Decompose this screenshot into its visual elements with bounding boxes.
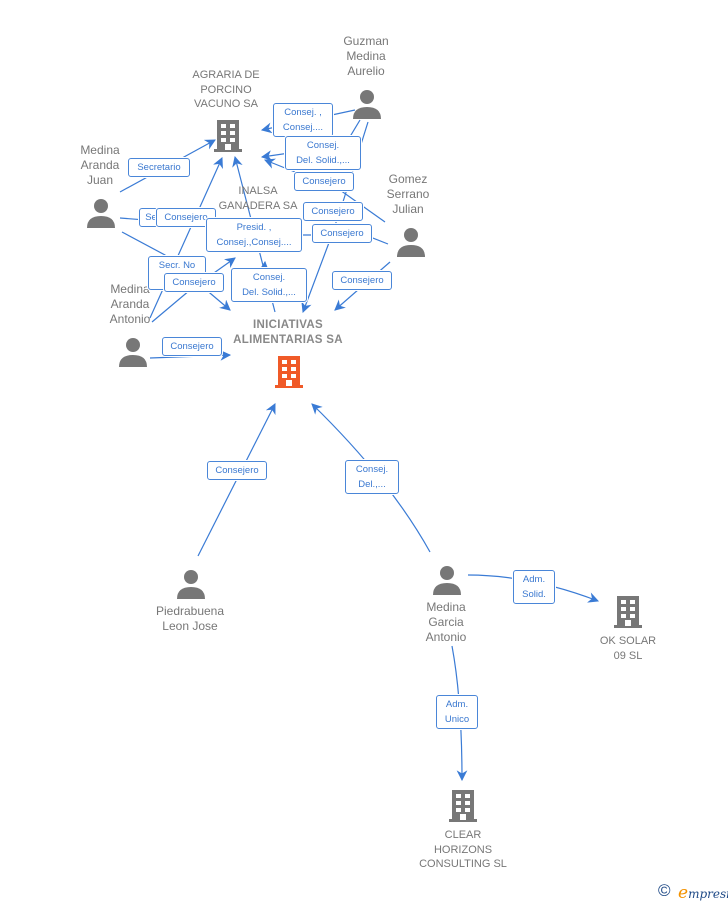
person-medina-garcia-antonio[interactable]: Medina Garcia Antonio	[410, 564, 482, 645]
edge-label-juan-iniciativas[interactable]: Consejero	[156, 208, 216, 227]
copyright-icon: ©	[658, 881, 671, 900]
brand-logo[interactable]: empresia	[678, 883, 728, 903]
person-label: Guzman Medina Aurelio	[343, 34, 389, 78]
edge-label-juan-agraria[interactable]: Secretario	[128, 158, 190, 177]
edge-label-garcia-iniciativas[interactable]: Consej. Del.,...	[345, 460, 399, 494]
person-icon	[397, 228, 425, 257]
company-label: AGRARIA DE PORCINO VACUNO SA	[192, 69, 260, 110]
building-icon	[214, 120, 242, 152]
person-icon	[353, 90, 381, 119]
company-clear-horizons[interactable]: CLEAR HORIZONS CONSULTING SL	[408, 788, 518, 872]
person-icon	[177, 570, 205, 599]
person-label: Piedrabuena Leon Jose	[155, 604, 225, 633]
person-gomez[interactable]: Gomez Serrano Julian	[372, 172, 444, 257]
company-label: INALSA GANADERA SA	[218, 185, 298, 212]
edge-label-guzman-agraria[interactable]: Consej. , Consej....	[273, 103, 333, 137]
person-medina-aranda-juan[interactable]: Medina Aranda Juan	[64, 143, 136, 228]
company-label: INICIATIVAS ALIMENTARIAS SA	[233, 319, 343, 346]
person-label: Gomez Serrano Julian	[386, 172, 430, 216]
company-label: CLEAR HORIZONS CONSULTING SL	[419, 829, 507, 870]
company-agraria[interactable]: AGRARIA DE PORCINO VACUNO SA	[176, 68, 276, 152]
person-guzman[interactable]: Guzman Medina Aurelio	[330, 34, 402, 119]
building-icon	[275, 356, 303, 388]
edge-label-antonio-inalsa[interactable]: Consejero	[164, 273, 224, 292]
person-icon	[433, 566, 461, 595]
company-ok-solar[interactable]: OK SOLAR 09 SL	[588, 594, 668, 663]
brand-name: mpresia	[688, 887, 728, 901]
company-inalsa[interactable]: INALSA GANADERA SA	[208, 184, 308, 213]
edge-label-inalsa-iniciativas[interactable]: Consej. Del. Solid.,...	[231, 268, 307, 302]
company-iniciativas[interactable]: INICIATIVAS ALIMENTARIAS SA	[220, 318, 356, 388]
edge-label-guzman-agraria-2[interactable]: Consej. Del. Solid.,...	[285, 136, 361, 170]
building-icon	[614, 596, 642, 628]
edge-label-guzman-iniciativas[interactable]: Consejero	[303, 202, 363, 221]
edge-label-garcia-clear[interactable]: Adm. Unico	[436, 695, 478, 729]
edge-label-gomez-iniciativas[interactable]: Consejero	[332, 271, 392, 290]
building-icon	[449, 790, 477, 822]
company-label: OK SOLAR 09 SL	[599, 635, 657, 662]
edge-label-piedrabuena-iniciativas[interactable]: Consejero	[207, 461, 267, 480]
edge-piedrabuena-iniciativas	[197, 403, 276, 557]
person-piedrabuena[interactable]: Piedrabuena Leon Jose	[144, 568, 236, 634]
person-medina-aranda-antonio[interactable]: Medina Aranda Antonio	[94, 282, 166, 367]
person-label: Medina Aranda Antonio	[109, 282, 151, 326]
person-label: Medina Aranda Juan	[80, 143, 120, 187]
person-icon	[87, 199, 115, 228]
edge-label-gomez-agraria[interactable]: Consejero	[294, 172, 354, 191]
brand-initial: e	[678, 883, 689, 903]
footer-brand: © empresia	[638, 877, 728, 905]
person-label: Medina Garcia Antonio	[425, 600, 467, 644]
person-icon	[119, 338, 147, 367]
edge-antonio-agraria	[149, 157, 223, 319]
edge-label-gomez-inalsa[interactable]: Consejero	[312, 224, 372, 243]
edge-label-garcia-oksolar[interactable]: Adm. Solid.	[513, 570, 555, 604]
edge-label-antonio-iniciativas[interactable]: Consejero	[162, 337, 222, 356]
edge-label-inalsa-agraria[interactable]: Presid. , Consej.,Consej....	[206, 218, 302, 252]
